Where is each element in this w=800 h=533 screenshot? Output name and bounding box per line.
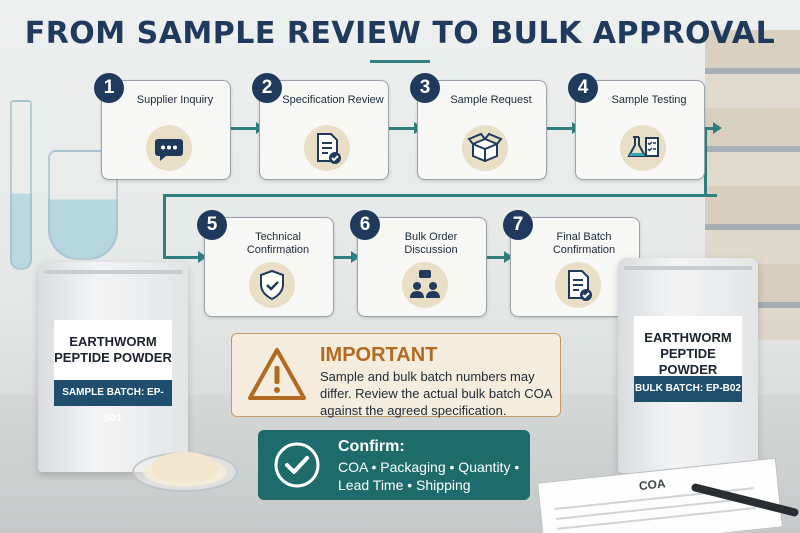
arrow-5-6 [334, 251, 360, 263]
document-line [556, 507, 756, 530]
step-label: Technical Confirmation [246, 231, 310, 256]
coa-label: COA [638, 476, 667, 494]
bulk-batch-number: BULK BATCH: EP-B02 [634, 376, 742, 402]
loop-connector-middle [163, 194, 717, 197]
confirm-heading: Confirm: [338, 438, 405, 455]
arrow-into-5 [163, 251, 207, 263]
document-check-icon [555, 262, 601, 308]
confirm-text: COA • Packaging • Quantity • Lead Time •… [338, 459, 520, 493]
step-number: 7 [503, 210, 533, 240]
important-notice: IMPORTANT Sample and bulk batch numbers … [231, 333, 561, 418]
confirm-box: Confirm: COA • Packaging • Quantity • Le… [258, 430, 530, 500]
important-heading: IMPORTANT [320, 344, 438, 366]
step-number: 5 [197, 210, 227, 240]
arrow-3-4 [547, 122, 581, 134]
step-label: Sample Request [450, 94, 532, 106]
step-technical-confirmation: 5 Technical Confirmation [197, 210, 334, 317]
important-text: Sample and bulk batch numbers may differ… [320, 369, 552, 418]
meeting-icon [402, 262, 448, 308]
arrow-2-3 [389, 122, 423, 134]
step-sample-testing: 4 Sample Testing [568, 73, 705, 180]
step-specification-review: 2 Specification Review [252, 73, 389, 180]
checkmark-icon [274, 442, 320, 488]
step-number: 6 [350, 210, 380, 240]
powder-sample [152, 452, 218, 482]
step-label: Supplier Inquiry [136, 94, 214, 106]
document-check-icon [304, 125, 350, 171]
sample-bag: EARTHWORM PEPTIDE POWDER SAMPLE BATCH: E… [38, 262, 188, 472]
step-label: Bulk Order Discussion [404, 231, 458, 256]
bag-product-name: EARTHWORM PEPTIDE POWDER [54, 334, 172, 365]
chat-bubble-icon [146, 125, 192, 171]
bag-seal [624, 266, 752, 270]
step-label: Final Batch Confirmation [552, 231, 616, 256]
step-label: Specification Review [282, 94, 384, 106]
bag-label: EARTHWORM PEPTIDE POWDER SAMPLE BATCH: E… [54, 320, 172, 424]
page-title: FROM SAMPLE REVIEW TO BULK APPROVAL [24, 16, 776, 51]
flask-clipboard-icon [620, 125, 666, 171]
loop-connector-left [163, 194, 166, 256]
step-number: 1 [94, 73, 124, 103]
title-underline [370, 60, 430, 63]
step-bulk-order-discussion: 6 Bulk Order Discussion [350, 210, 487, 317]
step-number: 4 [568, 73, 598, 103]
step-number: 2 [252, 73, 282, 103]
bag-seal [44, 270, 182, 274]
step-supplier-inquiry: 1 Supplier Inquiry [94, 73, 231, 180]
step-number: 3 [410, 73, 440, 103]
shield-check-icon [249, 262, 295, 308]
arrow-6-7 [487, 251, 513, 263]
sample-batch-number: SAMPLE BATCH: EP-S01 [54, 380, 172, 424]
loop-connector-right [704, 127, 707, 197]
bulk-bag: EARTHWORM PEPTIDE POWDER BULK BATCH: EP-… [618, 258, 758, 473]
step-sample-request: 3 Sample Request [410, 73, 547, 180]
open-box-icon [462, 125, 508, 171]
bag-label: EARTHWORM PEPTIDE POWDER BULK BATCH: EP-… [634, 316, 742, 402]
step-label: Sample Testing [611, 94, 687, 106]
loop-connector-top [704, 122, 722, 134]
warning-triangle-icon [248, 348, 306, 400]
document-line [555, 499, 736, 520]
test-tube [10, 100, 32, 270]
bag-product-name: EARTHWORM PEPTIDE POWDER [644, 330, 732, 377]
arrow-1-2 [231, 122, 265, 134]
